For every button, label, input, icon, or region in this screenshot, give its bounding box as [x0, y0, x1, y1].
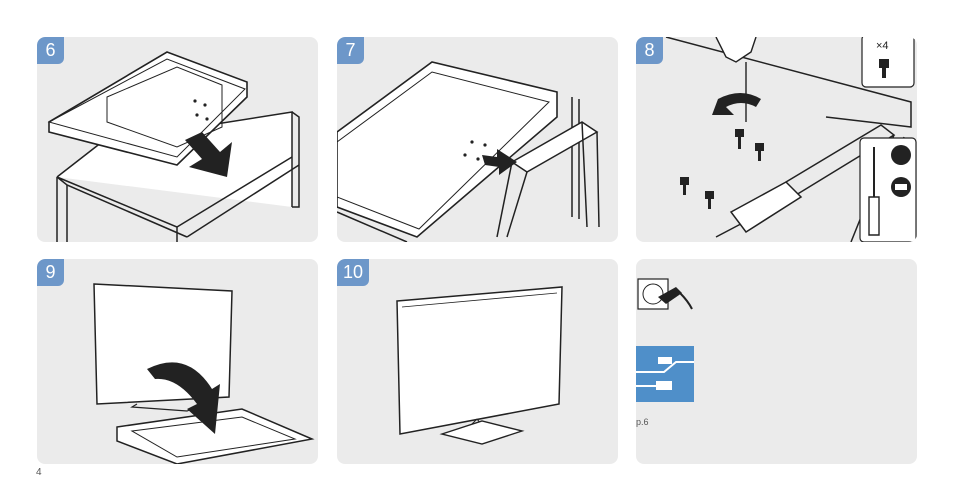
step-number-badge: 8: [636, 37, 663, 64]
tv-assembled: [397, 287, 562, 444]
hdmi-connection-icon: [636, 346, 694, 402]
step-8-illustration: [636, 37, 917, 242]
step-7-illustration: [337, 37, 618, 242]
step-10-illustration: [337, 259, 618, 464]
connections-illustration: [636, 259, 917, 464]
screws: [680, 129, 764, 209]
step-number-badge: 6: [37, 37, 64, 64]
screw-count-label: ×4: [876, 40, 889, 52]
screwdriver-type-box: [860, 138, 916, 242]
step-6-panel: 6: [37, 37, 318, 242]
step-9-panel: 9: [37, 259, 318, 464]
step-number-badge: 9: [37, 259, 64, 286]
step-number-badge: 10: [337, 259, 369, 286]
step-10-panel: 10: [337, 259, 618, 464]
page-reference: p.6: [636, 417, 649, 427]
step-number-badge: 7: [337, 37, 364, 64]
tv-back: [337, 62, 557, 237]
step-7-panel: 7: [337, 37, 618, 242]
wall-socket-icon: [638, 279, 692, 309]
page-number: 4: [36, 467, 42, 478]
step-8-panel: 8 ×4: [636, 37, 917, 242]
rotate-arrow-icon: [712, 93, 761, 115]
step-6-illustration: [37, 37, 318, 242]
connections-panel: [636, 259, 917, 464]
step-9-illustration: [37, 259, 318, 464]
